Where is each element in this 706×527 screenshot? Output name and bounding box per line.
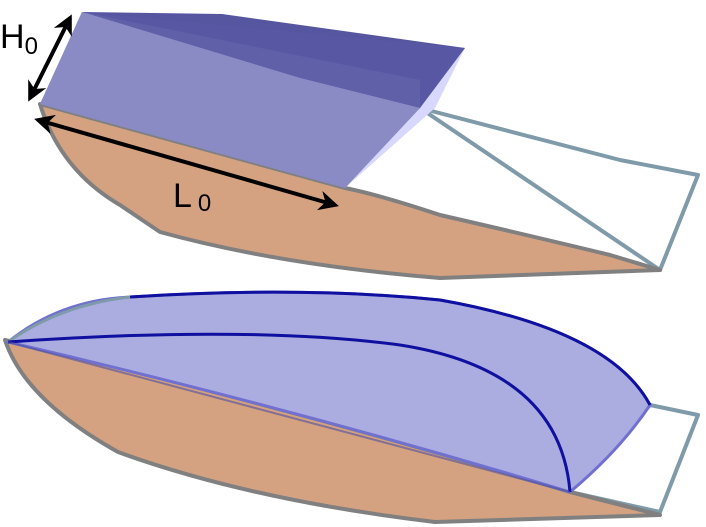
flow-outer-edge xyxy=(129,290,652,406)
height-arrow xyxy=(28,14,72,102)
slope-plane-outline xyxy=(418,106,700,272)
length-arrow xyxy=(34,114,339,211)
height-label: H0 xyxy=(0,18,38,60)
bottom-panel xyxy=(3,290,700,524)
flow-inner-contour xyxy=(7,332,572,493)
